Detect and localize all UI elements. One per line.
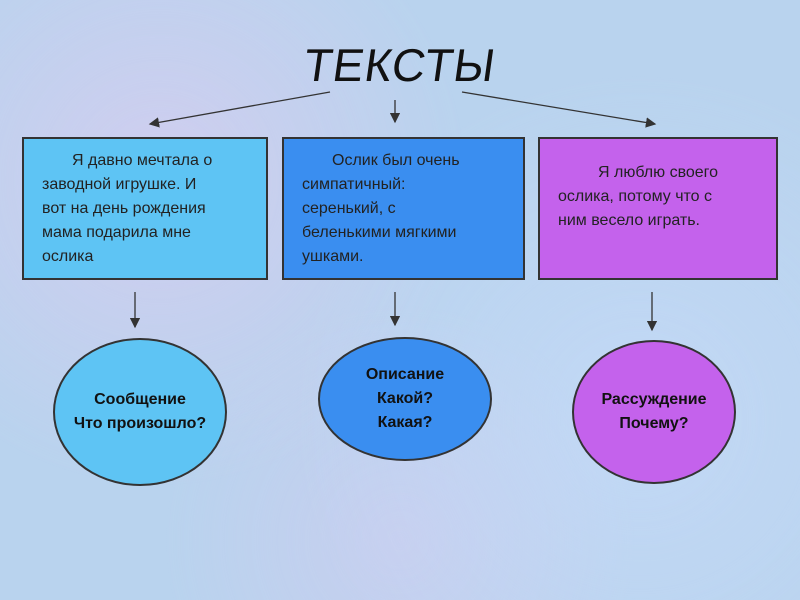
text-box-reasoning: Я люблю своего ослика, потому что с ним … bbox=[538, 137, 778, 280]
text-line: симпатичный: bbox=[302, 176, 406, 193]
text-box-description: Ослик был очень симпатичный: серенький, … bbox=[282, 137, 525, 280]
text-line: ослика, потому что с bbox=[558, 188, 713, 205]
diagram-title: ТЕКСТЫ bbox=[300, 39, 500, 91]
type-question: Какая? bbox=[377, 414, 433, 431]
text-line: мама подарила мне bbox=[42, 224, 191, 241]
type-question: Что произошло? bbox=[73, 415, 207, 432]
arrow-left bbox=[148, 91, 331, 128]
text-line: беленькими мягкими bbox=[302, 224, 457, 241]
text-line: ушками. bbox=[302, 248, 364, 265]
text-line: ним весело играть. bbox=[558, 212, 700, 229]
text-line: серенький, с bbox=[302, 200, 396, 217]
type-ellipse-description: Описание Какой? Какая? bbox=[318, 337, 492, 461]
text-line: вот на день рождения bbox=[42, 200, 206, 217]
text-line: Я люблю своего bbox=[598, 164, 719, 181]
text-line: Я давно мечтала о bbox=[72, 152, 213, 169]
arrow-right bbox=[461, 91, 657, 128]
type-ellipse-narration: Сообщение Что произошло? bbox=[53, 338, 227, 486]
text-box-narration: Я давно мечтала о заводной игрушке. И во… bbox=[22, 137, 268, 280]
text-line: заводной игрушке. И bbox=[42, 176, 197, 193]
type-label: Сообщение bbox=[94, 391, 186, 408]
type-label: Рассуждение bbox=[601, 391, 707, 408]
text-line: Ослик был очень bbox=[332, 152, 460, 169]
text-line: ослика bbox=[42, 248, 94, 265]
type-ellipse-reasoning: Рассуждение Почему? bbox=[572, 340, 736, 484]
type-label: Описание bbox=[365, 366, 445, 383]
type-question: Почему? bbox=[619, 415, 689, 432]
type-question: Какой? bbox=[376, 390, 434, 407]
